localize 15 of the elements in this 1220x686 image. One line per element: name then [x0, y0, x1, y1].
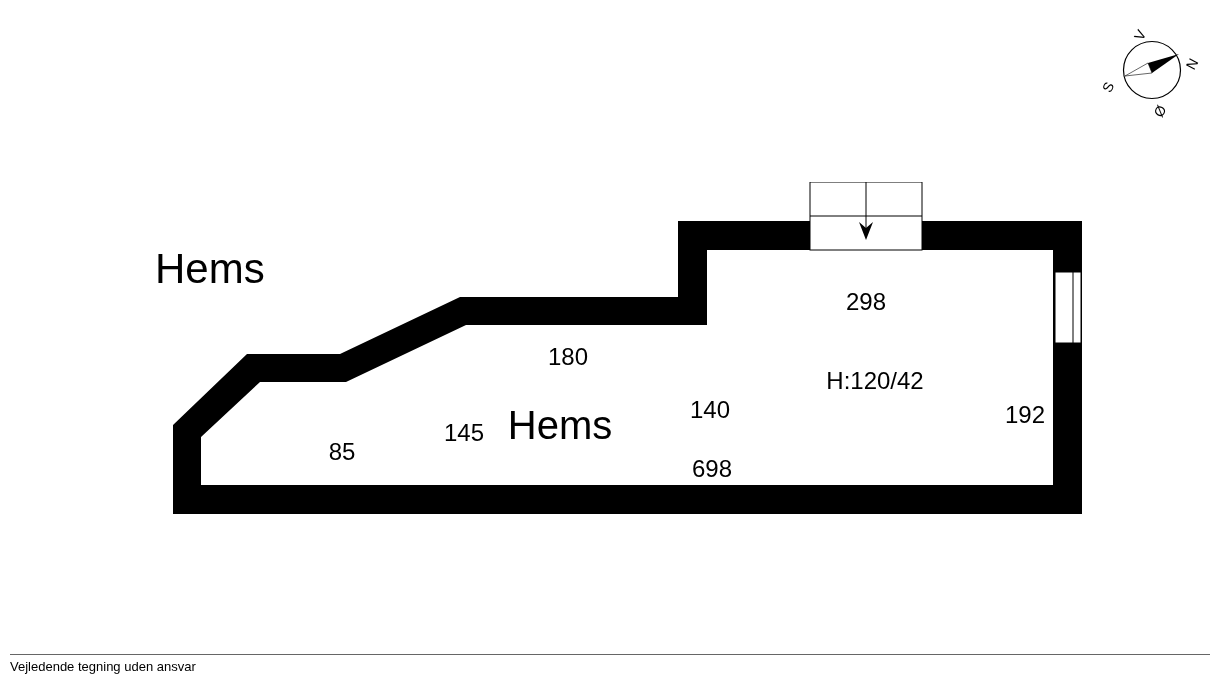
dimension-text: H:120/42 — [826, 369, 924, 393]
dimension-text: 192 — [1005, 403, 1045, 427]
dimension-text: 145 — [444, 421, 484, 445]
compass-letter: V — [1131, 27, 1149, 43]
dimension-text: 298 — [846, 290, 886, 314]
compass-letter: N — [1183, 56, 1201, 72]
compass-letter: S — [1099, 79, 1117, 95]
dimension-text: 140 — [690, 398, 730, 422]
compass-letter: Ø — [1151, 102, 1169, 120]
title: Hems — [155, 248, 265, 290]
caption: Vejledende tegning uden ansvar — [10, 659, 196, 676]
dimension-text: 180 — [548, 345, 588, 369]
room-name: Hems — [507, 405, 613, 445]
dimension-text: 85 — [328, 440, 356, 464]
dimension-text: 698 — [692, 457, 732, 481]
